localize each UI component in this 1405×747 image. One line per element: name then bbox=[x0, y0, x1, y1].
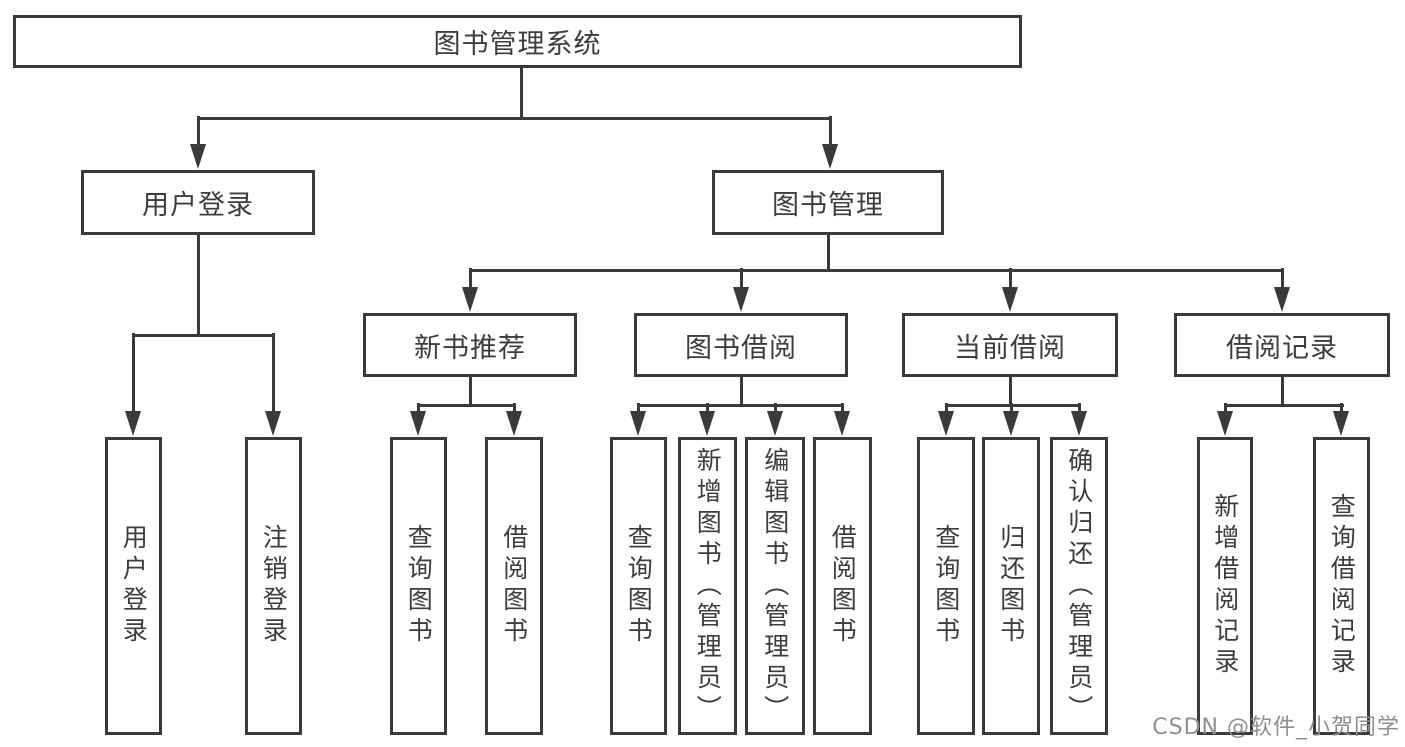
connector-line bbox=[944, 403, 948, 415]
connector-line bbox=[739, 268, 743, 289]
arrowhead-down-icon bbox=[1001, 287, 1018, 312]
arrowhead-down-icon bbox=[1273, 287, 1290, 312]
arrowhead-down-icon bbox=[410, 411, 426, 436]
connector-line bbox=[196, 116, 200, 146]
connector-line bbox=[512, 403, 516, 415]
arrowhead-down-icon bbox=[630, 411, 646, 436]
connector-line bbox=[1077, 403, 1081, 415]
connector-line bbox=[841, 403, 844, 415]
connector-line bbox=[519, 66, 523, 119]
connector-line bbox=[739, 375, 743, 406]
node-user-login: 用户登录 bbox=[81, 170, 315, 235]
leaf-query-book: 查询图书 bbox=[610, 437, 667, 735]
connector-line bbox=[468, 268, 1284, 272]
leaf-add-borrow-record: 新增借阅记录 bbox=[1197, 437, 1253, 735]
connector-line bbox=[1223, 403, 1344, 407]
arrowhead-down-icon bbox=[505, 411, 522, 436]
arrowhead-down-icon bbox=[766, 411, 783, 436]
connector-line bbox=[1280, 375, 1284, 406]
arrowhead-down-icon bbox=[1333, 411, 1349, 436]
csdn-watermark: CSDN @软件_小贺同学 bbox=[1152, 715, 1400, 740]
connector-line bbox=[1280, 268, 1284, 289]
connector-line bbox=[944, 403, 1081, 407]
connector-line bbox=[637, 403, 640, 415]
arrowhead-down-icon bbox=[125, 411, 141, 436]
arrowhead-down-icon bbox=[821, 144, 838, 169]
connector-line bbox=[272, 333, 275, 413]
leaf-query-book-recommend: 查询图书 bbox=[390, 437, 447, 735]
connector-line bbox=[706, 403, 709, 415]
leaf-borrow-book: 借阅图书 bbox=[813, 437, 872, 735]
arrowhead-down-icon bbox=[265, 411, 281, 436]
connector-line bbox=[1008, 268, 1012, 289]
arrowhead-down-icon bbox=[834, 411, 850, 436]
connector-line bbox=[826, 233, 830, 271]
connector-line bbox=[132, 333, 275, 337]
connector-line bbox=[1223, 403, 1227, 415]
connector-line bbox=[417, 403, 516, 407]
leaf-query-book-current: 查询图书 bbox=[917, 437, 975, 735]
arrowhead-down-icon bbox=[1002, 411, 1019, 436]
connector-line bbox=[773, 403, 777, 415]
leaf-edit-book-admin: 编辑图书（管理员） bbox=[745, 437, 805, 735]
leaf-confirm-return-admin: 确认归还（管理员） bbox=[1050, 437, 1108, 735]
arrowhead-down-icon bbox=[699, 411, 715, 436]
connector-line bbox=[1340, 403, 1343, 415]
leaf-logout: 注销登录 bbox=[245, 437, 302, 735]
arrowhead-down-icon bbox=[461, 287, 478, 312]
node-library-management-system: 图书管理系统 bbox=[13, 15, 1022, 68]
node-borrowing-records: 借阅记录 bbox=[1174, 313, 1390, 377]
connector-line bbox=[1008, 375, 1012, 406]
leaf-user-login: 用户登录 bbox=[105, 437, 162, 735]
node-current-borrowing: 当前借阅 bbox=[902, 313, 1118, 377]
leaf-add-book-admin: 新增图书（管理员） bbox=[678, 437, 737, 735]
leaf-return-book: 归还图书 bbox=[982, 437, 1040, 735]
arrowhead-down-icon bbox=[732, 287, 749, 312]
connector-line bbox=[417, 403, 420, 415]
arrowhead-down-icon bbox=[1216, 411, 1233, 436]
arrowhead-down-icon bbox=[189, 144, 206, 169]
connector-line bbox=[132, 333, 135, 413]
connector-line bbox=[196, 233, 200, 337]
connector-line bbox=[468, 375, 472, 406]
leaf-query-borrow-record: 查询借阅记录 bbox=[1313, 437, 1370, 735]
leaf-borrow-book-recommend: 借阅图书 bbox=[485, 437, 543, 735]
node-book-management: 图书管理 bbox=[712, 170, 944, 235]
node-book-borrowing: 图书借阅 bbox=[634, 313, 848, 377]
connector-line bbox=[1009, 403, 1013, 415]
arrowhead-down-icon bbox=[937, 411, 954, 436]
arrowhead-down-icon bbox=[1070, 411, 1087, 436]
node-new-book-recommend: 新书推荐 bbox=[363, 313, 577, 377]
connector-line bbox=[196, 116, 832, 120]
connector-line bbox=[828, 116, 832, 146]
connector-line bbox=[468, 268, 472, 289]
connector-line bbox=[637, 403, 844, 407]
